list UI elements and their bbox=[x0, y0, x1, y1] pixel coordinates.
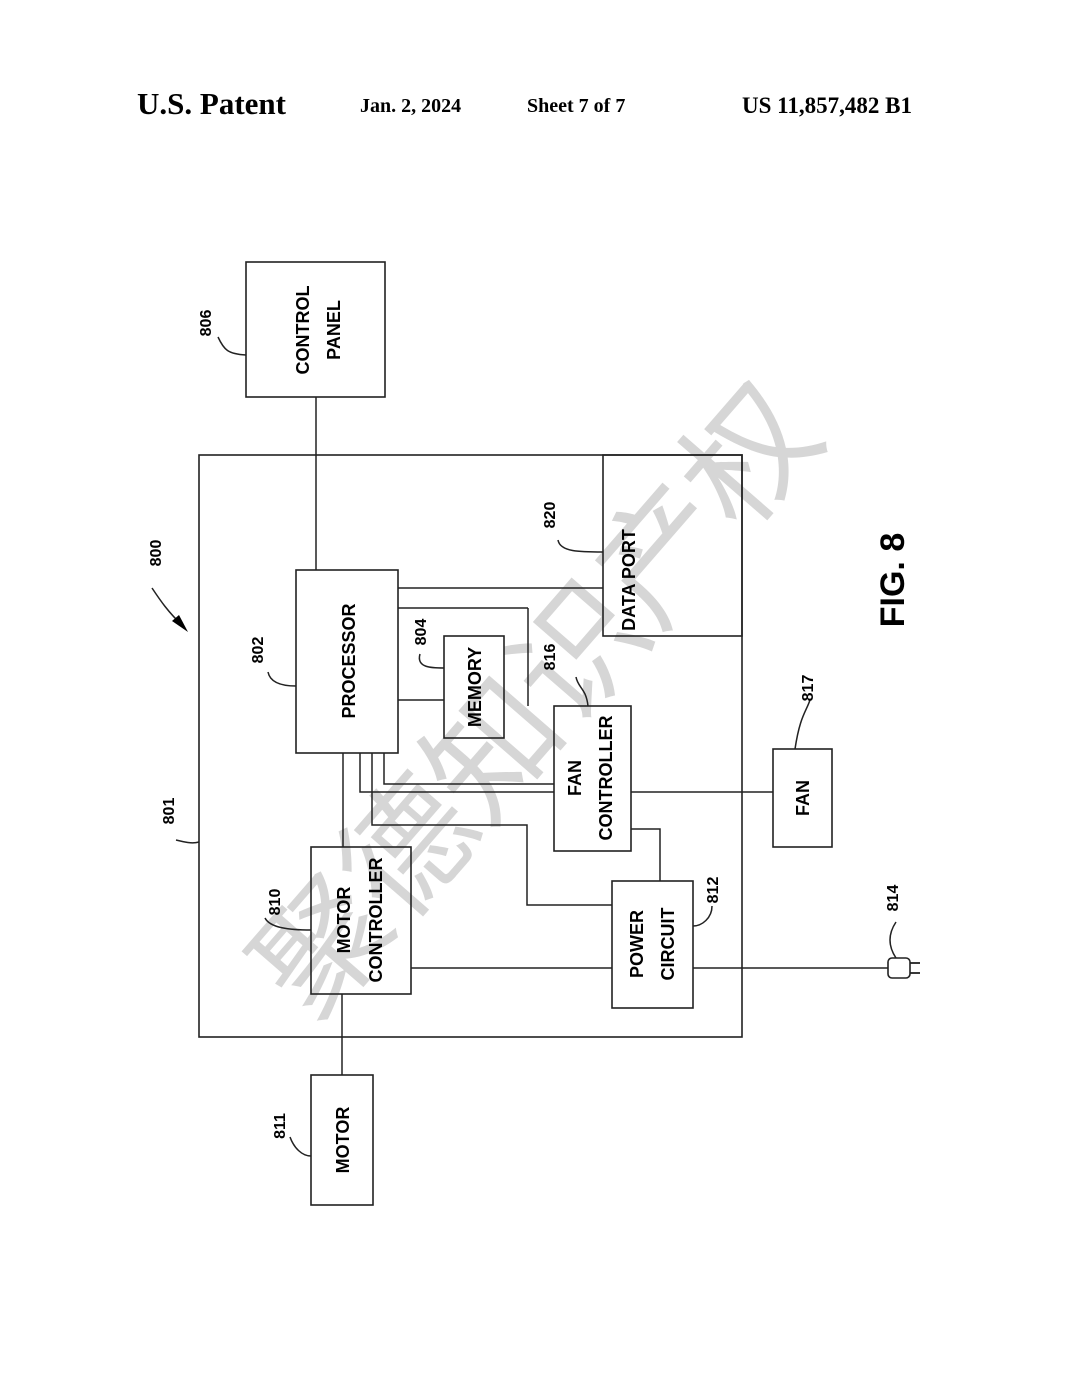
power-plug-icon bbox=[887, 957, 920, 979]
fan-box bbox=[772, 748, 833, 848]
motor-controller-label-line2: CONTROLLER bbox=[366, 858, 386, 983]
fan-label: FAN bbox=[793, 780, 813, 816]
power-circuit-box bbox=[611, 880, 694, 1009]
header-title: U.S. Patent bbox=[137, 86, 286, 121]
ref-810: 810 bbox=[267, 889, 284, 916]
ref-812: 812 bbox=[705, 877, 722, 904]
ref-814: 814 bbox=[885, 885, 902, 912]
ref-806: 806 bbox=[198, 310, 215, 337]
power-circuit-label-line2: CIRCUIT bbox=[658, 908, 678, 981]
processor-box bbox=[295, 569, 399, 754]
page-header: U.S. Patent Jan. 2, 2024 Sheet 7 of 7 US… bbox=[0, 0, 1080, 140]
processor-label: PROCESSOR bbox=[339, 603, 359, 718]
memory-box bbox=[443, 635, 505, 739]
control-panel-label-line2: PANEL bbox=[324, 300, 344, 360]
ref-804: 804 bbox=[413, 619, 430, 646]
data-port-box bbox=[602, 454, 743, 637]
data-port-label: DATA PORT bbox=[619, 529, 639, 631]
header-patent-number: US 11,857,482 B1 bbox=[742, 93, 912, 118]
enclosure-box bbox=[198, 454, 743, 1038]
header-date: Jan. 2, 2024 bbox=[360, 95, 462, 117]
memory-label: MEMORY bbox=[465, 647, 485, 727]
fan-controller-label-line1: FAN bbox=[565, 760, 585, 796]
ref-816: 816 bbox=[542, 644, 559, 671]
ref-801: 801 bbox=[161, 798, 178, 825]
ref-802: 802 bbox=[250, 637, 267, 664]
control-panel-label-line1: CONTROL bbox=[293, 286, 313, 375]
figure-label: FIG. 8 bbox=[874, 533, 912, 627]
fan-controller-box bbox=[553, 705, 632, 852]
power-circuit-label-line1: POWER bbox=[627, 910, 647, 978]
header-sheet: Sheet 7 of 7 bbox=[527, 95, 626, 117]
ref-817: 817 bbox=[800, 675, 817, 702]
reference-leaders bbox=[151, 336, 897, 1157]
ref-800: 800 bbox=[148, 540, 165, 567]
connection-wires bbox=[315, 397, 888, 1075]
motor-label: MOTOR bbox=[333, 1107, 353, 1174]
watermark-text: 聚德知识产权 bbox=[224, 357, 850, 1045]
ref-820: 820 bbox=[542, 502, 559, 529]
ref-811: 811 bbox=[272, 1113, 289, 1139]
motor-controller-label-line1: MOTOR bbox=[334, 887, 354, 954]
control-panel-box bbox=[245, 261, 386, 398]
fan-controller-label-line2: CONTROLLER bbox=[596, 716, 616, 841]
motor-controller-box bbox=[310, 846, 412, 995]
